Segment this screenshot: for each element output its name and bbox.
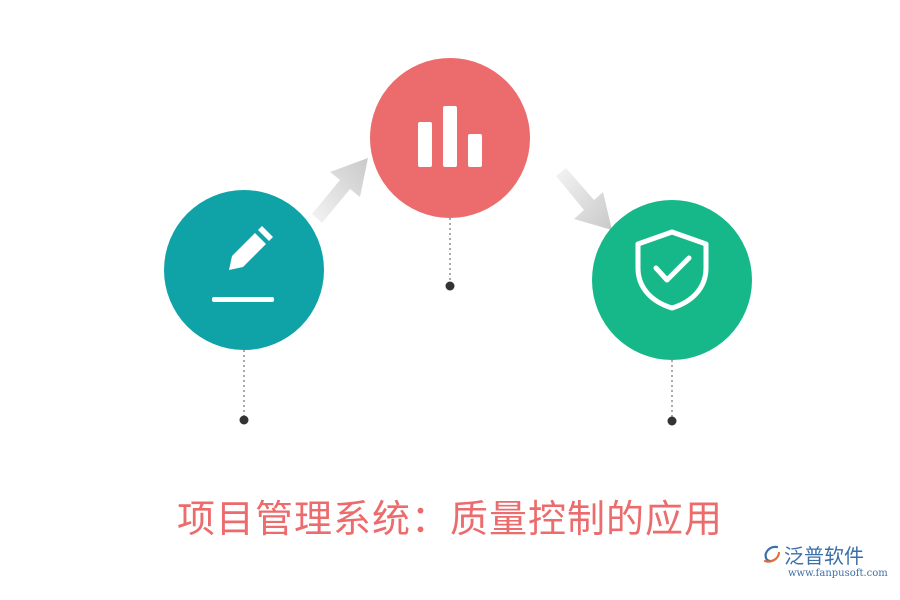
connector-dot-1 (239, 415, 249, 425)
arrow-1 (312, 158, 368, 223)
node-3-circle (592, 200, 752, 360)
node-3 (592, 200, 752, 426)
connector-dot-3 (667, 416, 677, 426)
node-1-circle (164, 190, 324, 350)
connector-dot-2 (445, 281, 455, 291)
logo-url: www.fanpusoft.com (788, 568, 888, 579)
shield-check-icon (635, 229, 709, 311)
page-title: 项目管理系统：质量控制的应用 (176, 497, 723, 541)
arrow-2 (556, 168, 612, 230)
node-1 (164, 190, 324, 425)
bar-chart-icon (418, 106, 482, 167)
edit-pen-icon (212, 226, 274, 302)
logo-name: 泛普软件 (784, 544, 864, 568)
logo-swirl-icon (763, 545, 781, 563)
node-2 (370, 58, 530, 291)
brand-logo: 泛普软件 www.fanpusoft.com (762, 540, 888, 588)
